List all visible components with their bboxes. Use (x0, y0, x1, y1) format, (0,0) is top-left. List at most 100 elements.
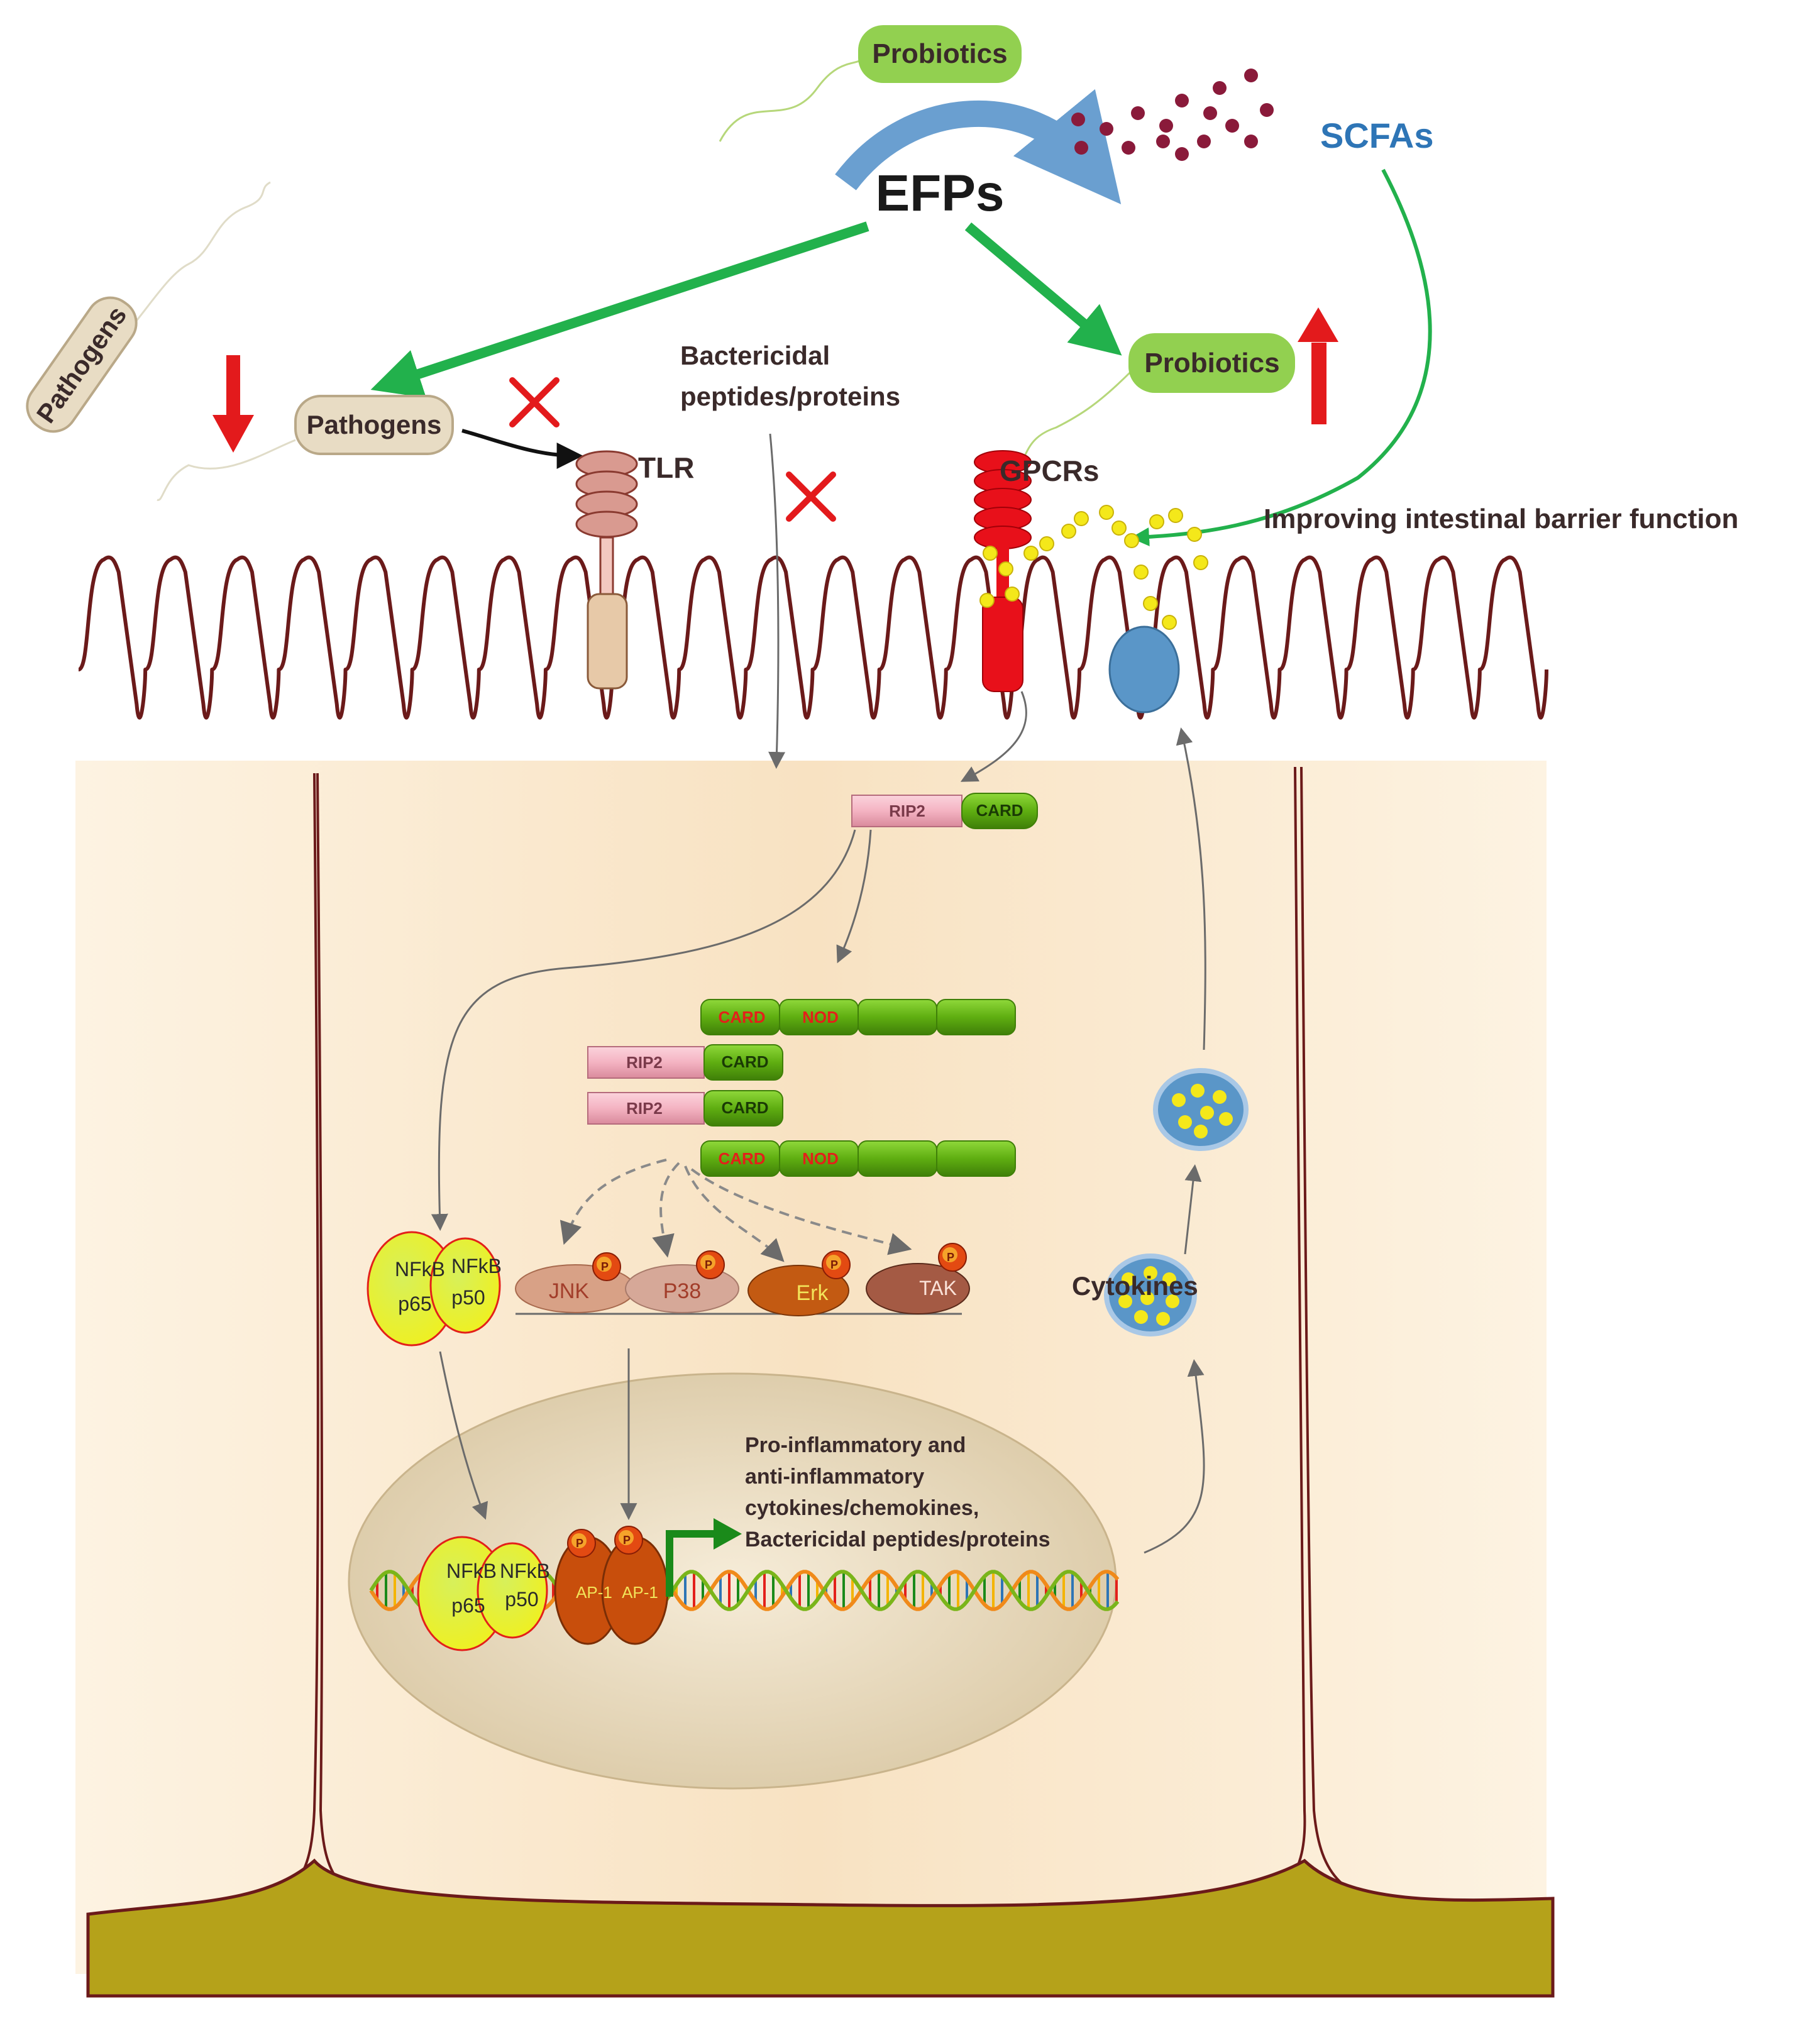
nfkb-p50-sub: p50 (451, 1286, 485, 1309)
probiotic-top-label: Probiotics (872, 38, 1007, 69)
efp-to-probiotics-arrow (964, 222, 1122, 356)
scfa-yellow-particle (1149, 514, 1164, 529)
gpcr-receptor: GPCRs (974, 450, 1099, 692)
gene-products-line4: Bactericidal peptides/proteins (745, 1528, 1051, 1551)
probiotic-right: Probiotics (1005, 333, 1295, 479)
p38-label: P38 (663, 1279, 702, 1303)
nfkb-cytoplasm: NFkB p65 NFkB p50 (367, 1231, 502, 1347)
cytokine-dot (1191, 1084, 1205, 1098)
secreting-vesicle (1108, 625, 1180, 713)
ferment-arrow (835, 89, 1122, 204)
complex-domain-label: CARD (718, 1008, 765, 1027)
complex-domain-label: NOD (802, 1149, 839, 1168)
cytokine-vesicles (1104, 1068, 1249, 1336)
vesicle-to-surface-arrow (1176, 727, 1206, 1050)
bactericidal-arrow (768, 433, 786, 769)
scfa-particle (1260, 103, 1274, 117)
transcription-arrow-head (714, 1518, 742, 1550)
pathogen-decrease-arrow (212, 355, 254, 453)
tlr-label: TLR (638, 451, 694, 484)
scfa-particles (1071, 69, 1274, 161)
cytokine-dot (1162, 1272, 1176, 1286)
scfa-yellow-particle (1133, 565, 1149, 580)
rip2-to-nfkb-arrow (431, 829, 856, 1231)
probiotic-right-label: Probiotics (1144, 348, 1279, 378)
scfa-particle (1244, 69, 1258, 82)
scfa-yellow-particle (998, 561, 1013, 576)
scfa-particle (1203, 106, 1217, 120)
pathogen-to-tlr-arrow (461, 429, 583, 469)
transcription-start-arrow (666, 1530, 717, 1597)
scfa-particle (1071, 113, 1085, 126)
cytokine-dot (1219, 1112, 1233, 1126)
scfa-yellow-particle (1168, 508, 1183, 523)
nfkb-p50-name: NFkB (451, 1255, 502, 1277)
phosphate-label: P (947, 1251, 954, 1264)
erk-label: Erk (797, 1281, 829, 1305)
bactericidal-label-line1: Bactericidal (680, 341, 830, 370)
scfa-particle (1175, 94, 1189, 107)
gene-products-line1: Pro-inflammatory and (745, 1433, 966, 1457)
bactericidal-label-line2: peptides/proteins (680, 382, 900, 411)
scfa-particle (1131, 106, 1145, 120)
card-label: CARD (976, 801, 1023, 820)
scfa-yellow-particle (983, 546, 998, 561)
nfkb-to-nucleus-arrow (439, 1351, 488, 1520)
complex-domain-label: RIP2 (626, 1099, 663, 1118)
scfa-yellow-particle (1124, 533, 1139, 548)
tak-kinase (866, 1263, 970, 1314)
rip2-card-top: RIP2 CARD (851, 793, 1038, 829)
lateral-membrane-right-b (1300, 766, 1409, 1909)
scfa-arrow (1130, 168, 1432, 546)
scfa-particle (1122, 141, 1135, 155)
cytokine-dot (1172, 1093, 1186, 1107)
scfa-yellow-particle (1162, 615, 1177, 630)
cytokine-dot (1156, 1312, 1170, 1326)
gpcrs-label: GPCRs (1000, 455, 1099, 487)
scfa-yellow-particle (1187, 527, 1202, 542)
phosphate-highlight (826, 1255, 841, 1270)
gpcr-to-rip2-arrow (960, 691, 1027, 782)
efps-label: EFPs (875, 165, 1004, 222)
phosphate-label: P (623, 1534, 631, 1546)
cytokine-dot (1178, 1115, 1192, 1129)
scfa-yellow-particle (1143, 596, 1158, 611)
complex-domain-label: CARD (721, 1052, 768, 1071)
barrier-function-label: Improving intestinal barrier function (1264, 504, 1738, 534)
phosphate-highlight (597, 1257, 612, 1272)
scfa-yellow-particle (979, 593, 995, 608)
nfkb-nuclear: NFkB p65 NFkB p50 (417, 1536, 550, 1651)
cytokine-dot (1213, 1090, 1227, 1104)
complex-domain-label: CARD (718, 1149, 765, 1168)
scfa-yellow-particle (1039, 536, 1054, 551)
scfa-particle (1225, 119, 1239, 133)
tlr-receptor: TLR (575, 450, 694, 690)
pathogen-bound-label: Pathogens (307, 410, 442, 439)
cytokine-dot (1122, 1272, 1135, 1286)
nucleus-to-cytokines-arrow (1144, 1358, 1205, 1554)
phosphate-highlight (942, 1247, 957, 1262)
mapk-dashed-arrows (560, 1159, 912, 1262)
gene-products-line2: anti-inflammatory (745, 1465, 924, 1489)
cytokine-dot (1194, 1125, 1208, 1138)
phosphate-label: P (576, 1537, 583, 1550)
vesicle-to-vesicle-arrow (1184, 1164, 1202, 1255)
cytokine-dot (1166, 1294, 1179, 1308)
scfa-particle (1159, 119, 1173, 133)
phosphate-highlight (619, 1530, 634, 1545)
scfa-particle (1074, 141, 1088, 155)
pathogen-bound: Pathogens (157, 395, 454, 501)
ap1-label-b: AP-1 (622, 1583, 658, 1602)
probiotic-top: Probiotics (719, 25, 1022, 142)
cytokine-vesicle (1153, 1068, 1249, 1151)
phosphate-label: P (830, 1259, 838, 1271)
phosphate-label: P (601, 1260, 609, 1273)
basement-membrane (86, 1858, 1555, 1998)
scfa-yellow-particle (1074, 511, 1089, 526)
cytoplasm-region (75, 761, 1547, 1974)
nfkb-p65-name: NFkB (395, 1258, 445, 1281)
efp-to-pathogens-arrow (370, 221, 869, 398)
